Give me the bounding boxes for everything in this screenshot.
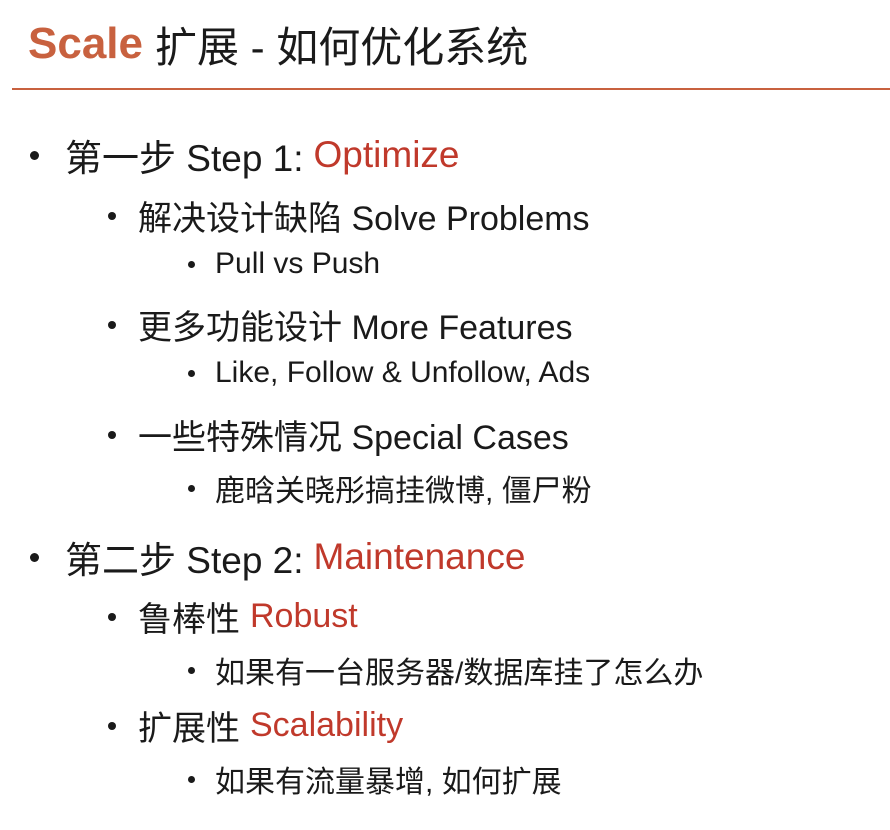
bullet-dot-icon — [108, 721, 116, 730]
item-label: 更多功能设计 More Features — [138, 309, 573, 347]
title-divider — [12, 88, 890, 90]
item-label: 一些特殊情况 Special Cases — [138, 419, 569, 457]
bullet-dot-icon — [108, 612, 116, 621]
bullet-special-cases: 一些特殊情况 Special Cases — [108, 410, 569, 459]
item-label: 解决设计缺陷 Solve Problems — [138, 200, 590, 238]
bullet-dot-icon — [188, 369, 195, 377]
sub-item-label: 如果有一台服务器/数据库挂了怎么办 — [215, 657, 704, 690]
slide-title: Scale 扩展 - 如何优化系统 — [28, 14, 528, 74]
bullet-dot-icon — [188, 260, 195, 268]
sub-item-label: Pull vs Push — [215, 247, 381, 280]
sub-bullet-features: Like, Follow & Unfollow, Ads — [188, 356, 590, 390]
sub-item-label: 如果有流量暴增, 如何扩展 — [215, 766, 562, 799]
bullet-dot-icon — [188, 484, 195, 492]
bullet-dot-icon — [108, 430, 116, 439]
step-2-label: 第二步 Step 2: — [65, 540, 304, 581]
title-accent: Scale — [28, 19, 143, 68]
bullet-dot-icon — [30, 150, 39, 160]
bullet-more-features: 更多功能设计 More Features — [108, 300, 573, 349]
sub-bullet-scalability: 如果有流量暴增, 如何扩展 — [188, 757, 562, 801]
item-highlight: Robust — [250, 597, 358, 635]
sub-bullet-pull-push: Pull vs Push — [188, 247, 380, 281]
bullet-dot-icon — [30, 552, 39, 562]
item-highlight: Scalability — [250, 706, 404, 744]
bullet-solve-problems: 解决设计缺陷 Solve Problems — [108, 191, 590, 240]
step-1-highlight: Optimize — [313, 134, 460, 175]
bullet-dot-icon — [188, 775, 195, 783]
item-label: 扩展性 — [138, 710, 240, 748]
sub-bullet-robust: 如果有一台服务器/数据库挂了怎么办 — [188, 648, 703, 692]
step-2-highlight: Maintenance — [313, 536, 526, 577]
bullet-robust: 鲁棒性 Robust — [108, 592, 358, 641]
item-label: 鲁棒性 — [138, 601, 240, 639]
bullet-dot-icon — [108, 320, 116, 329]
bullet-step-2: 第二步 Step 2: Maintenance — [30, 530, 525, 584]
sub-item-label: 鹿晗关晓彤搞挂微博, 僵尸粉 — [215, 475, 592, 508]
bullet-scalability: 扩展性 Scalability — [108, 701, 403, 750]
bullet-dot-icon — [188, 666, 195, 674]
bullet-dot-icon — [108, 211, 116, 220]
title-text: 扩展 - 如何优化系统 — [154, 23, 529, 71]
bullet-step-1: 第一步 Step 1: Optimize — [30, 128, 460, 182]
step-1-label: 第一步 Step 1: — [65, 138, 304, 179]
sub-bullet-special-cases: 鹿晗关晓彤搞挂微博, 僵尸粉 — [188, 466, 592, 510]
sub-item-label: Like, Follow & Unfollow, Ads — [215, 356, 591, 389]
